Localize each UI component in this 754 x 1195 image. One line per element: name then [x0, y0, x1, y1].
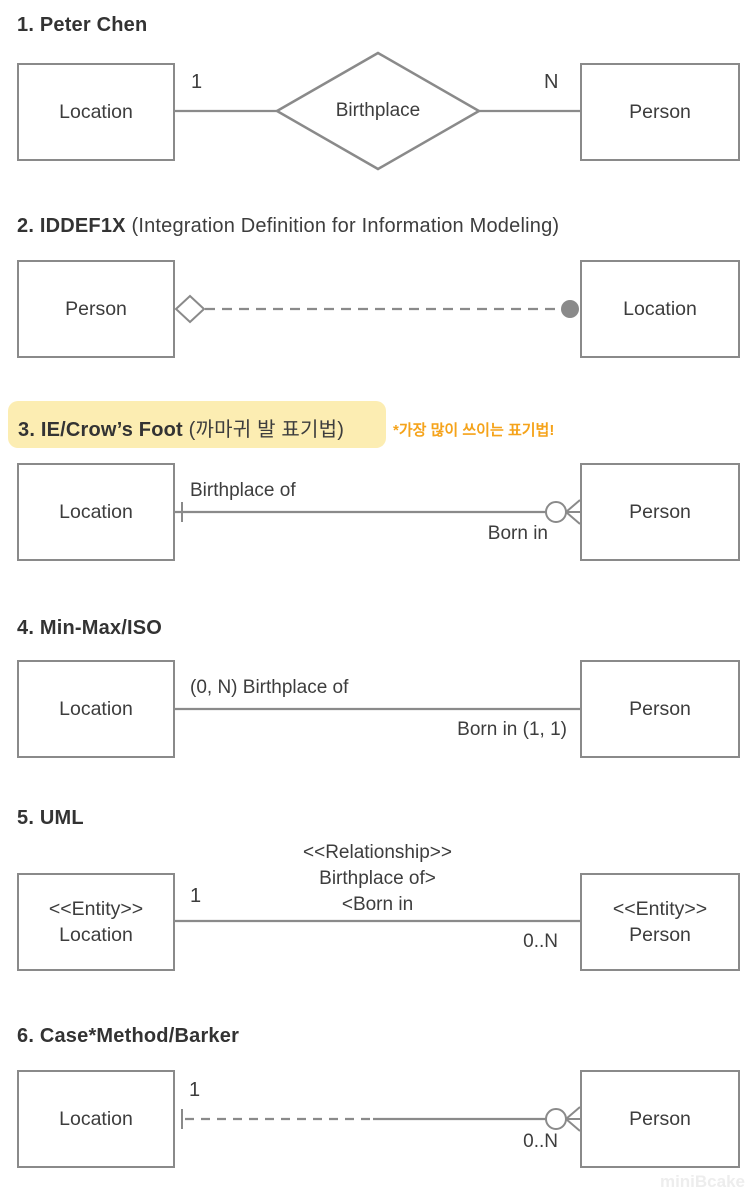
- relationship-label-forward: Birthplace of: [190, 480, 296, 501]
- entity-label: Location: [59, 1108, 133, 1130]
- entity-box-person: Person: [580, 1070, 740, 1168]
- entity-label: Location: [59, 698, 133, 720]
- relationship-stereotype: <<Relationship>>: [303, 842, 452, 863]
- cardinality-left: 1: [191, 71, 203, 93]
- entity-box-person: <<Entity>> Person: [580, 873, 740, 971]
- minmax-relationship-line: [175, 707, 580, 711]
- entity-label: Location: [623, 298, 697, 320]
- relationship-label-forward: (0, N) Birthplace of: [190, 677, 349, 698]
- relationship-inverse: <Born in: [341, 894, 414, 915]
- entity-label: Location: [59, 924, 133, 946]
- barker-relationship-line: [181, 1106, 581, 1132]
- crows-foot-terminator: [565, 1106, 581, 1132]
- section-title-idef1x: 2. IDDEF1X (Integration Definition for I…: [17, 215, 559, 238]
- relationship-diamond: [274, 51, 482, 171]
- entity-box-location: Location: [17, 1070, 175, 1168]
- section-title-crows-foot: 3. IE/Crow’s Foot (까마귀 발 표기법): [18, 413, 344, 442]
- entity-label: Person: [629, 501, 691, 523]
- entity-box-person: Person: [580, 463, 740, 561]
- stereotype-label: <<Entity>>: [612, 898, 708, 920]
- uml-relationship-annotation: <<Relationship>> Birthplace of> <Born in: [175, 840, 580, 918]
- title-highlight: [8, 401, 386, 448]
- entity-label: Person: [629, 924, 691, 946]
- watermark: miniBcake: [659, 1172, 745, 1191]
- diamond-label: Birthplace: [335, 100, 421, 121]
- title-suffix: (까마귀 발 표기법): [182, 419, 345, 441]
- multiplicity-right: 0..N: [523, 931, 558, 952]
- title-suffix: (Integration Definition for Information …: [125, 215, 560, 237]
- entity-label: Person: [629, 101, 691, 123]
- idef1x-relationship-line: [174, 294, 579, 324]
- open-diamond-terminator: [174, 294, 206, 324]
- entity-box-location: Location: [17, 660, 175, 758]
- cardinality-right: N: [544, 71, 559, 93]
- section-title-barker: 6. Case*Method/Barker: [17, 1025, 240, 1047]
- entity-label: Person: [629, 1108, 691, 1130]
- cardinality-left: 1: [189, 1079, 201, 1101]
- filled-circle-terminator: [561, 300, 579, 318]
- entity-box-person: Person: [580, 63, 740, 161]
- crows-foot-terminator: [565, 499, 581, 525]
- chen-relationship-diagram: [175, 51, 580, 171]
- entity-label: Location: [59, 501, 133, 523]
- annotation-most-used: *가장 많이 쓰이는 표기법!: [393, 422, 555, 439]
- entity-box-person: Person: [17, 260, 175, 358]
- section-title-minmax: 4. Min-Max/ISO: [17, 617, 163, 639]
- entity-box-person: Person: [580, 660, 740, 758]
- stereotype-label: <<Entity>>: [48, 898, 144, 920]
- relationship-label-inverse: Born in: [487, 523, 548, 544]
- zero-circle-terminator: [545, 1108, 567, 1130]
- zero-circle-terminator: [545, 501, 567, 523]
- relationship-label-inverse: Born in (1, 1): [457, 719, 567, 740]
- section-title-chen: 1. Peter Chen: [17, 14, 148, 36]
- entity-box-location: <<Entity>> Location: [17, 873, 175, 971]
- relationship-name: Birthplace of>: [319, 868, 436, 889]
- crows-foot-relationship-line: [175, 499, 581, 525]
- title-bold: 2. IDDEF1X: [17, 215, 126, 237]
- cardinality-right: 0..N: [523, 1131, 558, 1152]
- entity-box-location: Location: [17, 63, 175, 161]
- uml-association-line: [175, 919, 580, 923]
- multiplicity-left: 1: [190, 885, 202, 907]
- entity-box-location: Location: [17, 463, 175, 561]
- entity-label: Location: [59, 101, 133, 123]
- entity-label: Person: [629, 698, 691, 720]
- title-bold: 3. IE/Crow’s Foot: [18, 419, 183, 441]
- entity-box-location: Location: [580, 260, 740, 358]
- entity-label: Person: [65, 298, 127, 320]
- section-title-uml: 5. UML: [17, 807, 84, 829]
